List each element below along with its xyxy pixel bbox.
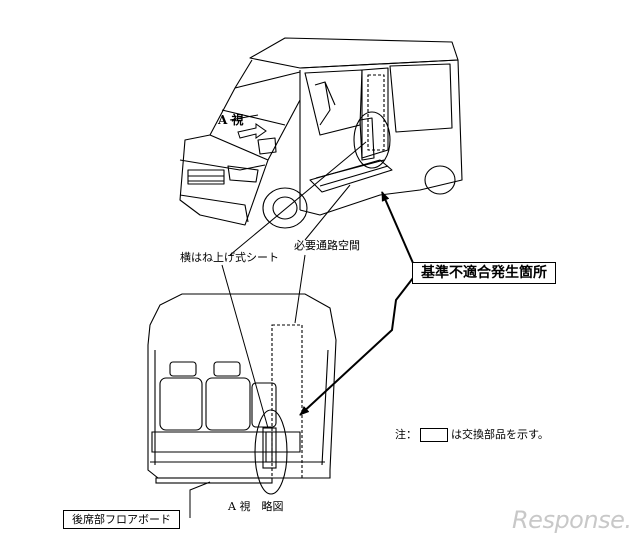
leader-floor-board — [189, 481, 211, 518]
label-required-aisle: 必要通路空間 — [294, 239, 360, 252]
arrow-to-van — [381, 191, 414, 264]
watermark: Response. — [512, 506, 632, 534]
leader-side-flip-seat-top — [229, 141, 367, 256]
label-view-a-sketch: A 視 略図 — [228, 500, 284, 513]
rear-section-view — [147, 293, 337, 495]
label-floor-board: 後席部フロアボード — [63, 510, 180, 529]
label-view-a: A 視 — [218, 113, 244, 127]
label-side-flip-seat: 横はね上げ式シート — [180, 251, 279, 264]
leader-aisle-top — [304, 184, 351, 241]
van-illustration — [179, 37, 463, 229]
legend-note-prefix: 注： — [395, 428, 417, 441]
leader-aisle-bottom — [294, 254, 306, 324]
arrow-to-section — [299, 277, 414, 416]
view-a-arrow-icon — [237, 123, 267, 139]
leader-side-flip-seat-bottom — [221, 264, 269, 429]
legend-note: 注： は交換部品を示す。 — [395, 428, 549, 442]
leader-lines — [189, 114, 367, 518]
nonconformity-arrows — [299, 191, 414, 416]
label-nonconformity: 基準不適合発生箇所 — [412, 262, 556, 284]
legend-part-box — [420, 428, 448, 442]
legend-note-suffix: は交換部品を示す。 — [451, 428, 549, 441]
leader-vae — [229, 114, 259, 121]
